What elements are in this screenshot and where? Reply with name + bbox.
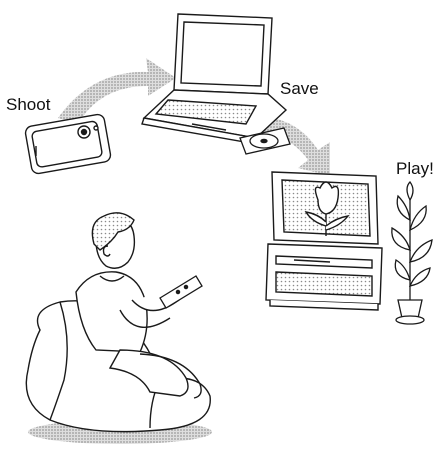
save-label: Save: [280, 80, 319, 97]
television-icon: [272, 172, 378, 244]
remote-control-icon: [160, 276, 202, 308]
tv-stand-icon: [266, 244, 382, 310]
potted-plant-icon: [392, 182, 432, 324]
play-label: Play!: [396, 160, 434, 177]
camera-icon: [24, 113, 111, 174]
person-on-chair-icon: [26, 213, 212, 444]
shoot-label: Shoot: [6, 96, 50, 113]
